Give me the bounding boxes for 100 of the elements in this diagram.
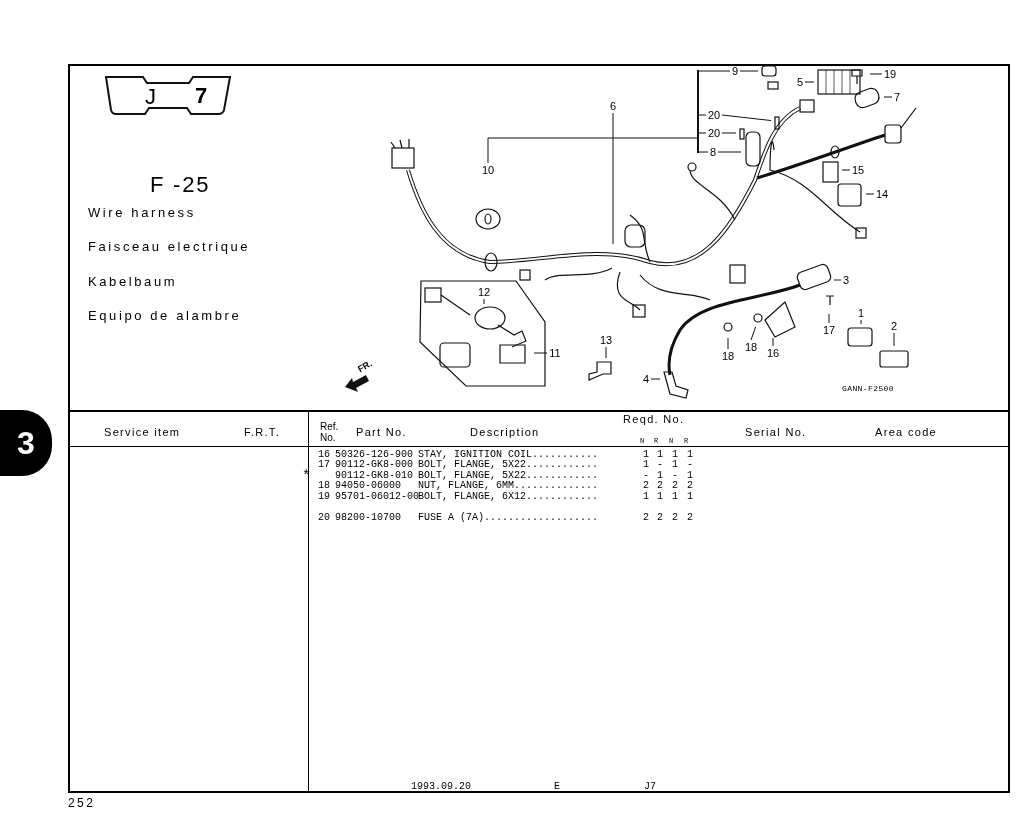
leader-line: [869, 73, 883, 75]
table-text: BOLT, FLANGE, 5X22............: [418, 471, 599, 481]
leader-line: [721, 132, 737, 134]
callout-number: 7: [892, 90, 902, 104]
table-text: 1: [643, 450, 649, 460]
drawing-code: GANN-F2500: [842, 383, 894, 395]
table-text: 2: [672, 513, 678, 523]
callout-number: 8: [708, 145, 718, 159]
table-text: 90112-GK8-000: [335, 460, 413, 470]
table-text: STAY, IGNITION COIL...........: [418, 450, 599, 460]
table-text: 2: [657, 481, 663, 491]
table-text: 2: [657, 513, 663, 523]
table-text: 2: [687, 481, 693, 491]
callout-number: 15: [850, 163, 866, 177]
badge-letter: J: [145, 83, 156, 111]
column-header: Area code: [875, 424, 938, 440]
table-text: 1: [687, 450, 693, 460]
table-text: 98200-10700: [335, 513, 401, 523]
table-text: J7: [644, 782, 656, 792]
leader-line: [893, 332, 895, 347]
callout-number: 16: [765, 346, 781, 360]
leader-line: [483, 298, 485, 305]
table-text: 1: [687, 492, 693, 502]
column-header: Reqd. No.: [623, 411, 685, 427]
callout-number: 14: [874, 187, 890, 201]
table-text: BOLT, FLANGE, 6X12............: [418, 492, 599, 502]
callout-number: 11: [547, 346, 563, 360]
leader-line: [533, 352, 548, 354]
callout-number: 13: [598, 333, 614, 347]
table-text: FUSE A (7A)...................: [418, 513, 599, 523]
leader-line: [804, 81, 815, 83]
callout-number: 5: [795, 75, 805, 89]
table-text: 1993.09.20: [411, 782, 471, 792]
leader-line: [739, 70, 759, 72]
callout-number: 17: [821, 323, 837, 337]
section-tab: 3: [0, 410, 52, 476]
table-text: 2: [643, 513, 649, 523]
callout-number: 6: [608, 99, 618, 113]
callout-number: 19: [882, 67, 898, 81]
leader-line: [605, 346, 607, 359]
table-text: 1: [657, 492, 663, 502]
table-text: 2: [643, 481, 649, 491]
callout-number: 3: [841, 273, 851, 287]
leader-line: [721, 114, 772, 122]
leader-line: [833, 279, 842, 281]
table-text: E: [554, 782, 560, 792]
table-text: 1: [672, 460, 678, 470]
table-text: 18: [318, 481, 330, 491]
leader-line: [750, 326, 757, 341]
table-text: 95701-06012-00: [335, 492, 419, 502]
badge-number: 7: [195, 82, 208, 110]
part-name: Kabelbaum: [88, 273, 178, 292]
leader-line: [612, 112, 614, 245]
column-header: Description: [470, 424, 540, 440]
table-text: *: [302, 471, 311, 481]
table-text: 1: [643, 460, 649, 470]
leader-line: [860, 319, 862, 325]
leader-line: [727, 337, 729, 350]
section-badge: [103, 74, 233, 116]
table-text: BOLT, FLANGE, 5X22............: [418, 460, 599, 470]
column-header: Serial No.: [745, 424, 807, 440]
callout-number: 18: [743, 340, 759, 354]
column-header: F.R.T.: [244, 424, 281, 440]
callout-number: 10: [480, 163, 496, 177]
table-text: 19: [318, 492, 330, 502]
leader-line: [697, 114, 707, 116]
leader-line: [697, 132, 707, 134]
table-text: 1: [657, 471, 663, 481]
table-text: 50326-126-900: [335, 450, 413, 460]
table-text: 90112-GK8-010: [335, 471, 413, 481]
column-header: Ref. No.: [320, 421, 340, 443]
callout-number: 9: [730, 64, 740, 78]
table-text: -: [643, 471, 649, 481]
callout-number: 12: [476, 285, 492, 299]
table-text: -: [687, 460, 693, 470]
leader-line: [650, 378, 661, 380]
direction-label: FR.: [355, 357, 375, 377]
callout-number: 20: [706, 126, 722, 140]
table-text: -: [672, 471, 678, 481]
leader-line: [487, 137, 698, 164]
table-text: 1: [672, 492, 678, 502]
table-text: 1: [672, 450, 678, 460]
column-header: Service item: [104, 424, 181, 440]
figure-title: F -25: [150, 171, 211, 199]
part-name: Equipo de alambre: [88, 307, 242, 326]
table-text: 16: [318, 450, 330, 460]
column-header: Part No.: [356, 424, 407, 440]
part-name: Faisceau electrique: [88, 238, 251, 257]
leader-line: [828, 313, 830, 324]
table-text: 1: [643, 492, 649, 502]
table-text: -: [657, 460, 663, 470]
leader-line: [697, 70, 731, 72]
callout-number: 1: [856, 306, 866, 320]
leader-line: [697, 151, 709, 153]
leader-line: [772, 337, 774, 347]
callout-number: 20: [706, 108, 722, 122]
page-number: 252: [68, 795, 96, 812]
part-name: Wire harness: [88, 204, 196, 223]
table-text: 17: [318, 460, 330, 470]
table-text: 2: [687, 513, 693, 523]
